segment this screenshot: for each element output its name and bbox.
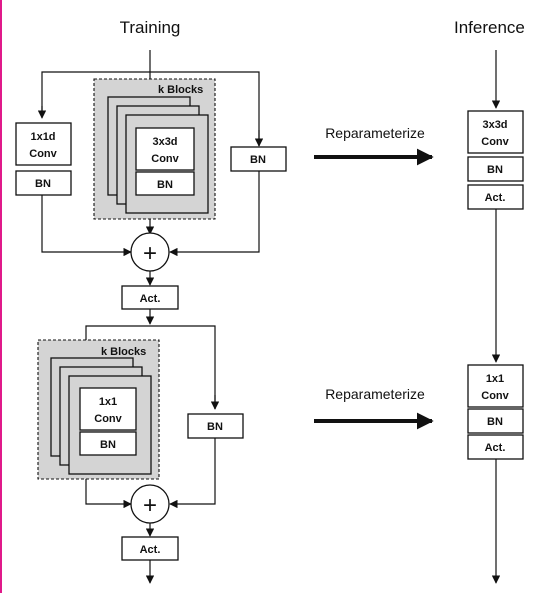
inference-a-act-label: Act. — [485, 192, 506, 204]
block-a-1x1d-conv-label-2: Conv — [29, 148, 57, 160]
block-b-right-bn-label: BN — [207, 421, 223, 433]
inference-b-conv-label-1: 1x1 — [486, 373, 504, 385]
inference-heading: Inference — [454, 18, 525, 37]
block-a-3x3d-conv-label-1: 3x3d — [152, 136, 177, 148]
block-a-group-bn-box — [135, 171, 195, 196]
inference-a-conv-label-1: 3x3d — [482, 119, 507, 131]
block-a-right-bn-label: BN — [250, 154, 266, 166]
block-a-3x3d-conv-label-2: Conv — [151, 153, 179, 165]
transform-a: Reparameterize — [314, 125, 434, 166]
left-edge-bar — [0, 0, 2, 593]
inference-b-conv-label-2: Conv — [481, 390, 509, 402]
block-a-right-bn-box — [230, 146, 287, 172]
block-a-1x1d-conv-box — [15, 122, 72, 166]
inference-a-bn-box — [467, 156, 524, 182]
transform-b: Reparameterize — [314, 386, 434, 430]
inference-a-conv-box — [467, 110, 524, 154]
block-a-left-bn-label: BN — [35, 178, 51, 190]
block-a-1x1d-conv-label-1: 1x1d — [30, 131, 55, 143]
transform-b-label: Reparameterize — [325, 386, 425, 402]
block-a-group-bn-label: BN — [157, 179, 173, 191]
inference-b-bn-label: BN — [487, 416, 503, 428]
block-b-group-bn-label: BN — [100, 439, 116, 451]
training-block-a: 1x1d Conv BN k Blocks 3x3d Conv BN BN + — [15, 50, 287, 310]
inference-a-act-box — [467, 184, 524, 210]
block-b-1x1-conv-label-1: 1x1 — [99, 396, 117, 408]
block-a-3x3d-conv-box — [135, 127, 195, 171]
training-heading: Training — [120, 18, 181, 37]
block-b-1x1-conv-box — [79, 387, 137, 431]
block-a-left-bn-box — [15, 170, 72, 196]
block-b-right-to-sum-wire — [169, 438, 216, 509]
block-b-sum-symbol: + — [143, 492, 157, 519]
block-b-act-label: Act. — [140, 544, 161, 556]
block-a-left-to-sum-wire — [41, 195, 132, 257]
inference-b-bn-box — [467, 408, 524, 434]
block-a-split-wire — [41, 71, 260, 146]
transform-a-label: Reparameterize — [325, 125, 425, 141]
block-a-act-label: Act. — [140, 293, 161, 305]
inference-b-conv-box — [467, 364, 524, 408]
block-b-group-to-sum-wire — [85, 479, 132, 509]
block-b-group-title: k Blocks — [101, 346, 146, 358]
block-b-group-bn-box — [79, 431, 137, 456]
inference-a-bn-label: BN — [487, 164, 503, 176]
block-a-group-title: k Blocks — [158, 84, 203, 96]
block-a-right-to-sum-wire — [169, 171, 260, 257]
block-b-split-wire — [85, 325, 216, 409]
inference-a-conv-label-2: Conv — [481, 136, 509, 148]
inference-column: 3x3d Conv BN Act. 1x1 Conv BN Act. — [467, 50, 524, 584]
inference-b-act-box — [467, 434, 524, 460]
training-block-b: k Blocks 1x1 Conv BN BN + Act. — [37, 309, 244, 584]
inference-b-act-label: Act. — [485, 442, 506, 454]
block-a-sum-symbol: + — [143, 240, 157, 267]
block-b-1x1-conv-label-2: Conv — [94, 413, 122, 425]
